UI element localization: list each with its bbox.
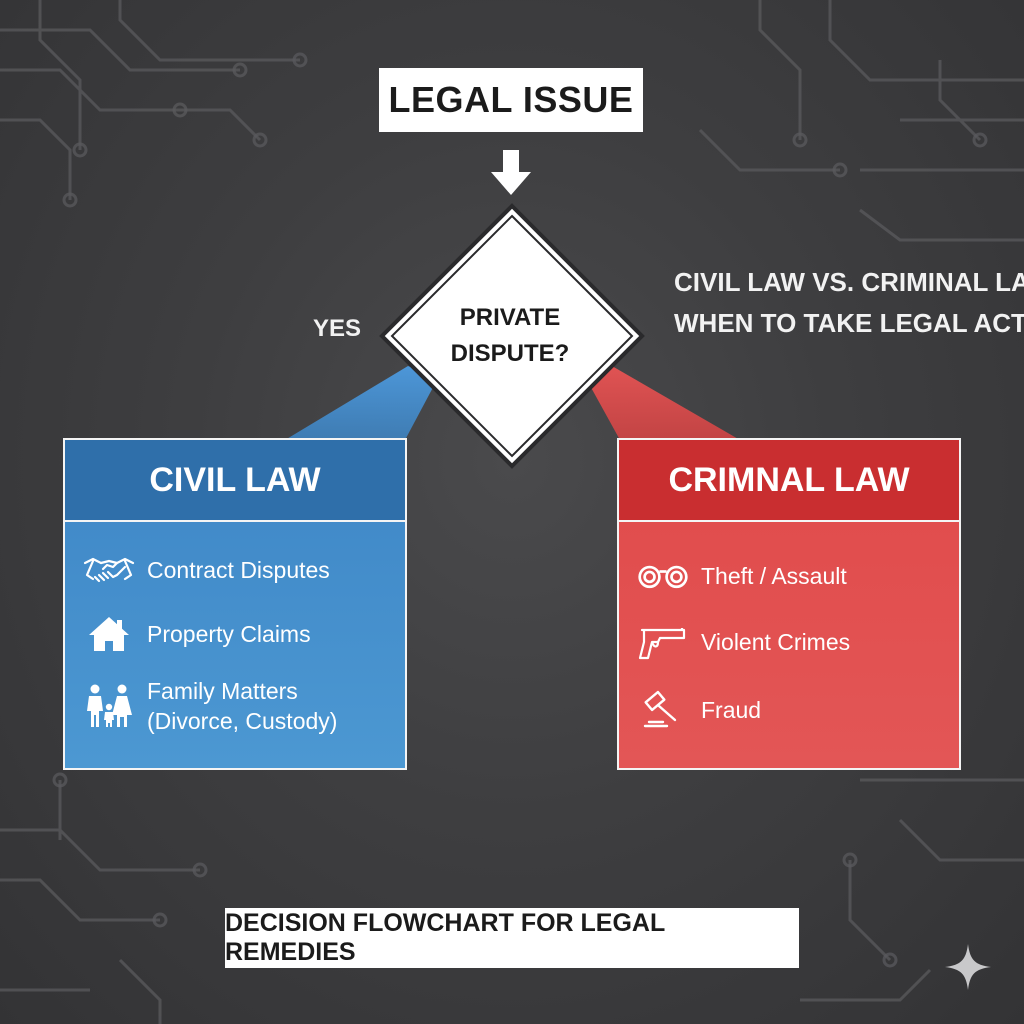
criminal-item-theft: Theft / Assault (637, 556, 847, 596)
civil-branch-beam (285, 366, 438, 440)
house-icon (83, 614, 135, 654)
decision-question: PRIVATE DISPUTE? (420, 300, 600, 372)
civil-item-family-text: Family Matters (Divorce, Custody) (147, 676, 337, 736)
handcuffs-icon (637, 556, 689, 596)
criminal-item-violent: Violent Crimes (637, 622, 850, 662)
decision-line-1: PRIVATE (459, 304, 561, 331)
flowchart-caption: DECISION FLOWCHART FOR LEGAL REMEDIES (225, 908, 799, 968)
family-icon (83, 682, 135, 730)
decision-diamond (379, 203, 645, 469)
down-arrow-icon (491, 150, 531, 195)
infographic-title-line-2: WHEN TO TAKE LEGAL ACTION (674, 308, 1024, 338)
sparkle-icon (945, 944, 991, 990)
handshake-icon (83, 550, 135, 590)
civil-item-contract-label: Contract Disputes (147, 557, 330, 583)
yes-label: YES (313, 315, 362, 342)
infographic-title: CIVIL LAW VS. CRIMINAL LAW: WHEN TO TAKE… (674, 262, 1024, 344)
criminal-law-heading: CRIMNAL LAW (619, 440, 959, 522)
gavel-icon (637, 690, 689, 730)
civil-item-property-label: Property Claims (147, 621, 311, 647)
civil-law-heading: CIVIL LAW (65, 440, 405, 522)
legal-issue-title: LEGAL ISSUE (379, 68, 643, 132)
criminal-branch-beam (588, 366, 740, 440)
civil-item-contract: Contract Disputes (83, 550, 330, 590)
criminal-item-violent-label: Violent Crimes (701, 629, 851, 655)
civil-item-family-detail: (Divorce, Custody) (147, 708, 338, 734)
civil-item-family: Family Matters (Divorce, Custody) (83, 676, 337, 736)
civil-item-family-label: Family Matters (147, 678, 298, 704)
decision-line-2: DISPUTE? (450, 340, 570, 367)
civil-law-panel: CIVIL LAW Contract Disputes Property Cla… (63, 438, 407, 770)
civil-item-property: Property Claims (83, 614, 311, 654)
criminal-law-panel: CRIMNAL LAW Theft / Assault Violent Crim… (617, 438, 961, 770)
criminal-item-fraud-label: Fraud (701, 697, 762, 723)
criminal-item-fraud: Fraud (637, 690, 761, 730)
infographic-title-line-1: CIVIL LAW VS. CRIMINAL LAW: (674, 267, 1024, 297)
gun-icon (637, 622, 689, 662)
criminal-item-theft-label: Theft / Assault (701, 563, 847, 589)
